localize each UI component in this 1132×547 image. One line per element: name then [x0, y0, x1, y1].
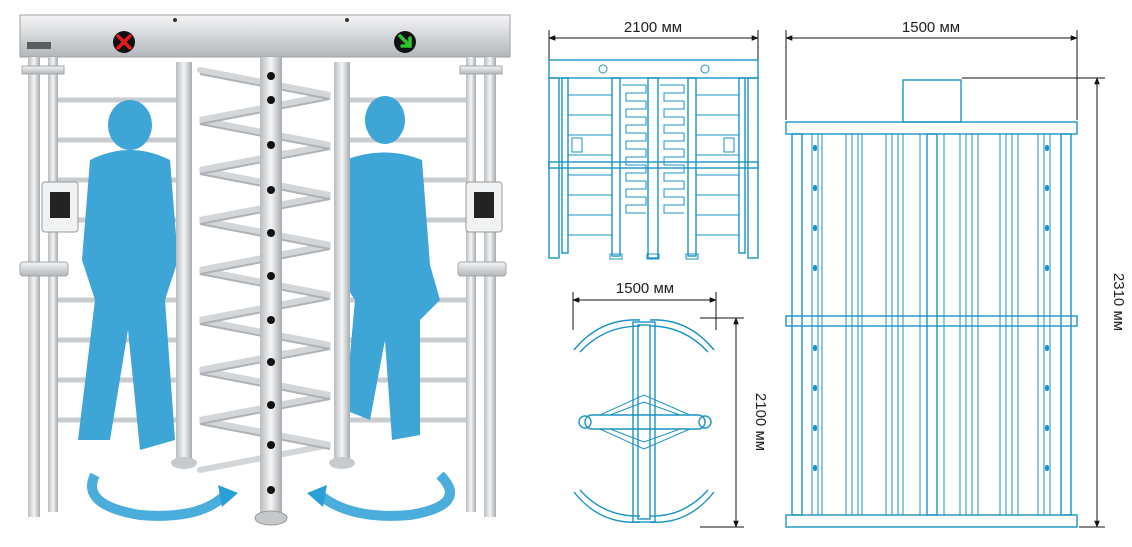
front-width-label: 2100 мм — [624, 19, 682, 36]
top-depth-label: 2100 мм — [752, 393, 769, 451]
rotor-arms — [197, 67, 331, 473]
red-x-icon — [113, 31, 135, 53]
card-reader-right — [465, 181, 503, 233]
front-view-drawing: 2100 мм — [548, 19, 759, 260]
left-frame — [19, 57, 69, 517]
right-frame — [457, 57, 507, 517]
rotor-post-left — [176, 62, 192, 462]
top-beam — [19, 14, 511, 58]
rotor-shaft — [254, 57, 288, 526]
beam-label-plate — [27, 42, 51, 49]
side-width-label: 1500 мм — [902, 19, 960, 36]
rotor-post-right — [334, 62, 350, 462]
card-reader-left — [41, 181, 79, 233]
green-arrow-icon — [394, 31, 416, 53]
side-view-drawing: 1500 мм 2310 мм — [785, 19, 1127, 528]
turnstile-render — [19, 14, 511, 526]
rotation-arrow-right — [316, 471, 455, 521]
top-width-label: 1500 мм — [616, 280, 674, 297]
person-silhouette-left — [78, 100, 178, 450]
rotation-arrow-left — [87, 472, 229, 521]
top-view-drawing: 1500 мм 2100 мм — [572, 280, 769, 528]
person-silhouette-right — [335, 96, 440, 440]
side-height-label: 2310 мм — [1110, 273, 1127, 331]
